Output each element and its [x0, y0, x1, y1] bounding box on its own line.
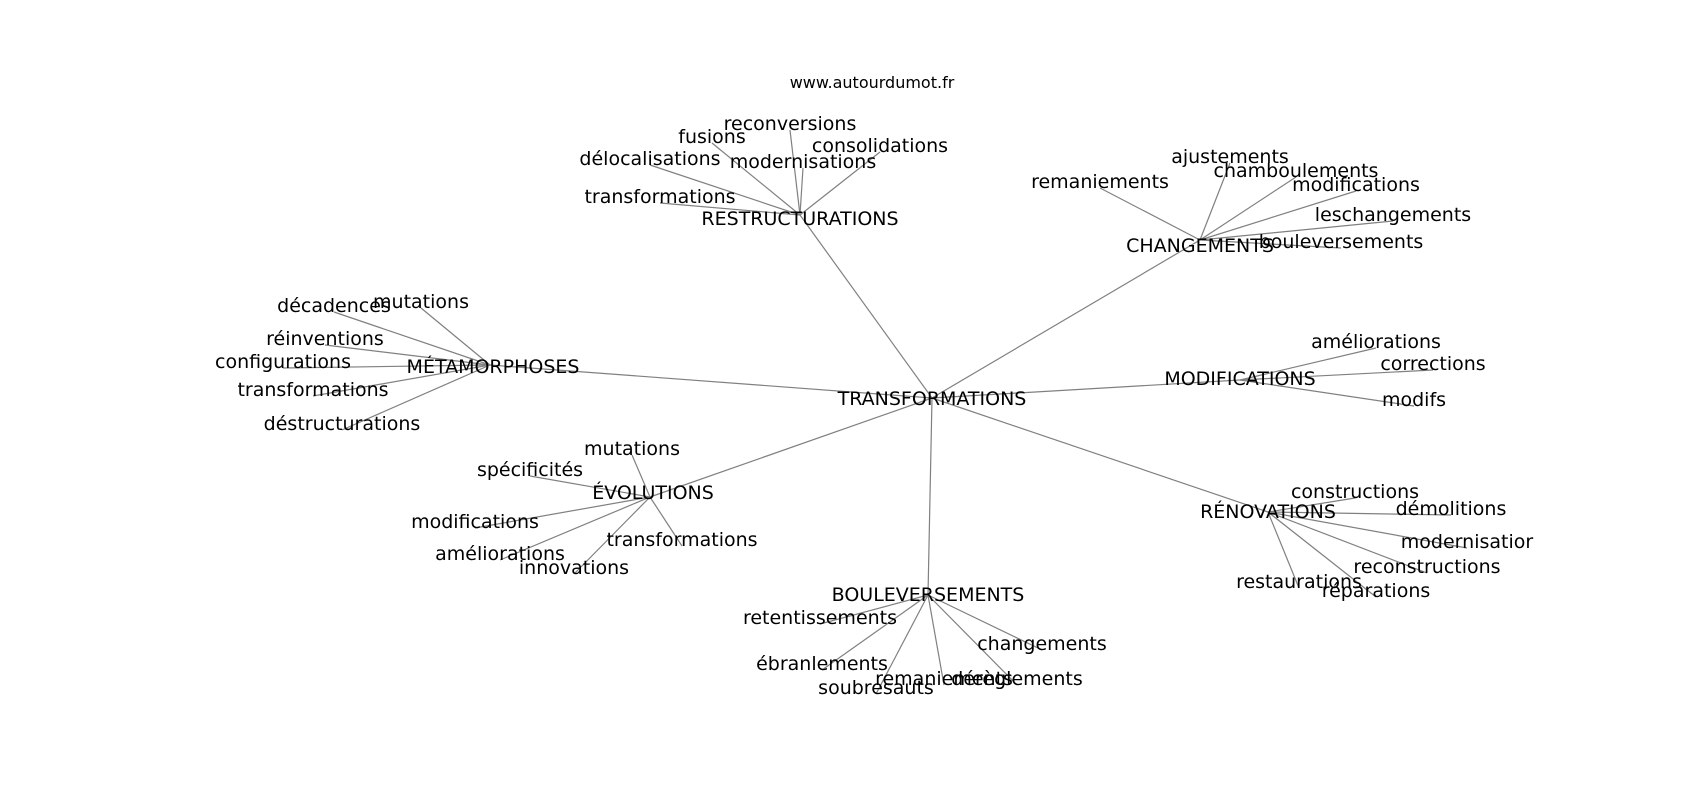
- edge-renovations-leaf: [1267, 497, 1356, 513]
- edge-metamorphoses-leaf: [420, 307, 491, 366]
- leaf-label: innovations: [519, 557, 629, 579]
- center-node-label: TRANSFORMATIONS: [837, 388, 1027, 410]
- hub-label-modifications: MODIFICATIONS: [1164, 368, 1315, 390]
- edge-metamorphoses: [489, 364, 933, 399]
- leaf-label: remaniements: [875, 668, 1013, 690]
- leaf-label: transformations: [237, 379, 388, 401]
- leaf-label: retentissements: [743, 607, 897, 629]
- hub-label-changements: CHANGEMENTS: [1126, 235, 1274, 257]
- edge-bouleversements-leaf: [927, 594, 945, 686]
- edge-bouleversements-leaf: [927, 594, 1043, 651]
- leaf-label: modernisatior: [1401, 531, 1534, 553]
- edge-modifications-leaf: [1239, 379, 1415, 407]
- labels-layer: www.autourdumot.fr TRANSFORMATIONS RESTRU…: [215, 73, 1533, 699]
- edge-modifications-leaf: [1239, 369, 1434, 381]
- edges-layer: [282, 129, 1468, 695]
- edge-restructurations-leaf: [789, 129, 801, 216]
- edge-renovations-leaf: [1267, 511, 1377, 598]
- leaf-label: transformations: [584, 186, 735, 208]
- edge-restructurations: [799, 214, 933, 399]
- leaf-label: délocalisations: [579, 148, 720, 170]
- edge-renovations: [931, 397, 1269, 513]
- leaf-label: spécificités: [477, 459, 583, 481]
- edge-restructurations-leaf: [711, 142, 801, 216]
- leaf-label: réparations: [1322, 580, 1431, 602]
- edge-bouleversements: [927, 397, 933, 596]
- leaf-label: réinventions: [266, 328, 384, 350]
- leaf-label: modernisations: [730, 151, 877, 173]
- edge-evolutions-leaf: [499, 496, 651, 561]
- hub-label-evolutions: ÉVOLUTIONS: [592, 481, 714, 504]
- edge-metamorphoses-leaf: [341, 364, 491, 431]
- edge-evolutions: [649, 397, 933, 498]
- leaf-label: fusions: [678, 126, 745, 148]
- leaf-label: dérèglements: [951, 668, 1082, 690]
- edge-evolutions-leaf: [649, 496, 683, 547]
- edge-metamorphoses-leaf: [324, 344, 491, 366]
- leaf-label: leschangements: [1315, 204, 1471, 226]
- leaf-label: décadences: [277, 295, 391, 317]
- leaf-label: modifications: [411, 511, 539, 533]
- edge-modifications-leaf: [1239, 347, 1377, 381]
- edge-bouleversements-leaf: [819, 594, 929, 625]
- edge-metamorphoses-leaf: [333, 311, 491, 366]
- hub-label-renovations: RÉNOVATIONS: [1200, 500, 1336, 523]
- leaf-label: modifs: [1382, 389, 1446, 411]
- edge-renovations-leaf: [1267, 511, 1468, 549]
- leaf-label: améliorations: [1311, 331, 1441, 353]
- edge-evolutions-leaf: [631, 454, 651, 498]
- leaf-label: constructions: [1291, 481, 1419, 503]
- leaf-label: consolidations: [812, 135, 948, 157]
- edge-changements: [931, 239, 1201, 399]
- source-label: www.autourdumot.fr: [790, 73, 955, 92]
- edge-modifications: [931, 379, 1241, 399]
- leaf-label: déstructurations: [264, 413, 421, 435]
- edge-metamorphoses-leaf: [312, 364, 491, 397]
- leaf-label: reconversions: [724, 113, 857, 135]
- hub-label-bouleversements: BOULEVERSEMENTS: [832, 584, 1025, 606]
- edge-changements-leaf: [1199, 162, 1231, 241]
- leaf-label: transformations: [606, 529, 757, 551]
- leaf-label: configurations: [215, 351, 351, 373]
- edge-renovations-leaf: [1267, 511, 1428, 574]
- hub-label-restructurations: RESTRUCTURATIONS: [701, 208, 898, 230]
- edge-evolutions-leaf: [529, 475, 651, 498]
- edge-renovations-leaf: [1267, 511, 1452, 516]
- edge-restructurations-leaf: [799, 167, 804, 216]
- edge-changements-leaf: [1099, 187, 1201, 241]
- leaf-label: ébranlements: [756, 653, 888, 675]
- edge-renovations-leaf: [1267, 511, 1300, 589]
- edge-evolutions-leaf: [573, 496, 651, 575]
- edge-bouleversements-leaf: [927, 594, 1018, 686]
- edge-bouleversements-leaf: [875, 594, 929, 695]
- hub-label-metamorphoses: MÉTAMORPHOSES: [407, 355, 580, 378]
- edge-metamorphoses-leaf: [282, 364, 491, 369]
- edge-restructurations-leaf: [799, 151, 881, 216]
- edge-changements-leaf: [1199, 220, 1394, 241]
- edge-restructurations-leaf: [649, 164, 801, 216]
- leaf-label: soubresauts: [818, 677, 934, 699]
- leaf-label: corrections: [1380, 353, 1485, 375]
- leaf-label: changements: [977, 633, 1107, 655]
- edge-restructurations-leaf: [659, 202, 801, 216]
- leaf-label: remaniements: [1031, 171, 1169, 193]
- leaf-label: restaurations: [1236, 571, 1362, 593]
- leaf-label: améliorations: [435, 543, 565, 565]
- leaf-label: mutations: [373, 291, 469, 313]
- leaf-label: reconstructions: [1353, 556, 1500, 578]
- leaf-label: chamboulements: [1214, 160, 1379, 182]
- edge-bouleversements-leaf: [821, 594, 929, 671]
- leaf-label: modifications: [1292, 174, 1420, 196]
- leaf-label: démolitions: [1396, 498, 1507, 520]
- leaf-label: ajustements: [1171, 146, 1289, 168]
- leaf-label: bouleversements: [1259, 231, 1424, 253]
- edge-changements-leaf: [1199, 176, 1297, 241]
- leaf-label: mutations: [584, 438, 680, 460]
- edge-changements-leaf: [1199, 239, 1342, 249]
- edge-evolutions-leaf: [474, 496, 651, 529]
- edge-changements-leaf: [1199, 190, 1357, 241]
